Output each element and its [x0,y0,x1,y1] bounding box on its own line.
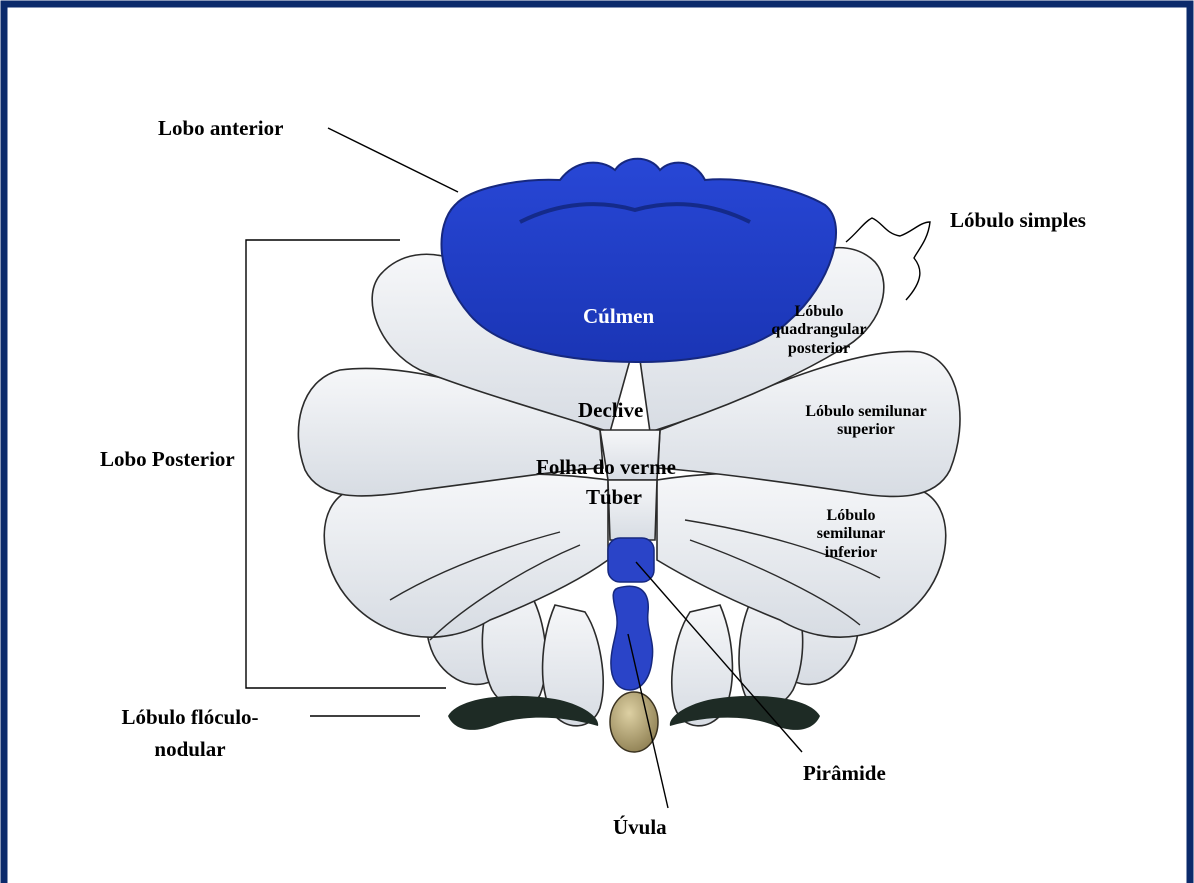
label-lsi-line3: inferior [796,544,906,562]
label-lobo-posterior: Lobo Posterior [100,447,235,471]
label-lsi-line1: Lóbulo [796,507,906,525]
nodulus [610,692,658,752]
label-lobulo-floculo-nodular: Lóbulo flóculo- nodular [95,705,285,761]
label-lqp-line2: quadrangular [764,321,874,339]
label-lsi-line2: semilunar [796,525,906,543]
label-uvula: Úvula [613,815,667,839]
label-lobo-anterior: Lobo anterior [158,116,283,140]
label-piramide: Pirâmide [803,761,886,785]
label-lfn-line2: nodular [95,737,285,761]
label-lobulo-semilunar-superior: Lóbulo semilunar superior [786,403,946,440]
label-lobulo-quadrangular-posterior: Lóbulo quadrangular posterior [764,303,874,358]
label-lss-line1: Lóbulo semilunar [786,403,946,421]
label-lfn-line1: Lóbulo flóculo- [95,705,285,729]
label-lss-line2: superior [786,421,946,439]
label-lobulo-semilunar-inferior: Lóbulo semilunar inferior [796,507,906,562]
label-lqp-line1: Lóbulo [764,303,874,321]
label-lqp-line3: posterior [764,340,874,358]
label-tuber: Túber [586,485,642,509]
leader-lobo-anterior [328,128,458,192]
label-declive: Declive [578,398,643,422]
label-culmen: Cúlmen [583,304,654,328]
label-lobulo-simples: Lóbulo simples [950,208,1086,232]
uvula-shape [611,586,653,690]
label-folha-do-verme: Folha do verme [536,455,676,479]
